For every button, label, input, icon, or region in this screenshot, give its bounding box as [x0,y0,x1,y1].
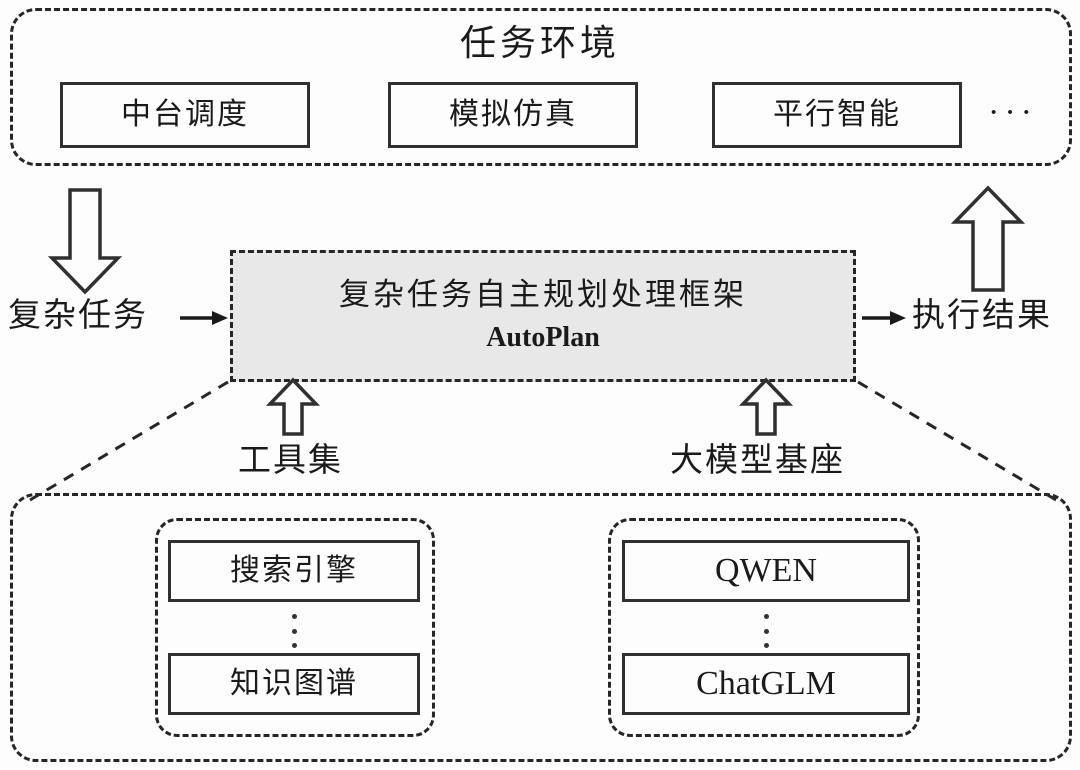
task-environment-title: 任务环境 [459,23,620,63]
foundation-container [10,493,1072,762]
arrow-up-toolset [265,377,321,436]
llm-base-label: 大模型基座 [670,443,845,479]
input-label: 复杂任务 [8,298,148,334]
connector-left-dashed [29,380,229,502]
connector-right-dashed [857,380,1057,502]
toolset-group [155,518,435,737]
toolset-label: 工具集 [238,443,343,479]
toolset-items-ellipsis [291,614,297,648]
llm-base-items-ellipsis [763,614,769,648]
arrow-output-head [890,311,906,325]
arrow-input-head [212,311,228,325]
task-item-box-2[interactable]: 平行智能 [712,82,962,148]
llm-base-group [608,518,920,737]
task-item-box-0[interactable]: 中台调度 [60,82,310,148]
toolset-item-box-1[interactable]: 知识图谱 [168,653,420,715]
task-items-ellipsis: ··· [988,94,1037,131]
toolset-item-box-0[interactable]: 搜索引擎 [168,540,420,602]
arrow-up-result [950,185,1026,292]
arrow-up-llm-base [738,377,794,436]
framework-subtitle: AutoPlan [486,322,600,354]
framework-box[interactable]: 复杂任务自主规划处理框架 AutoPlan [230,250,856,382]
arrow-down-task-env [47,188,123,295]
output-label: 执行结果 [912,298,1052,334]
framework-title: 复杂任务自主规划处理框架 [339,276,747,312]
task-environment-container [10,8,1072,166]
task-item-box-1[interactable]: 模拟仿真 [388,82,638,148]
llm-base-item-box-1[interactable]: ChatGLM [622,653,910,715]
llm-base-item-box-0[interactable]: QWEN [622,540,910,602]
